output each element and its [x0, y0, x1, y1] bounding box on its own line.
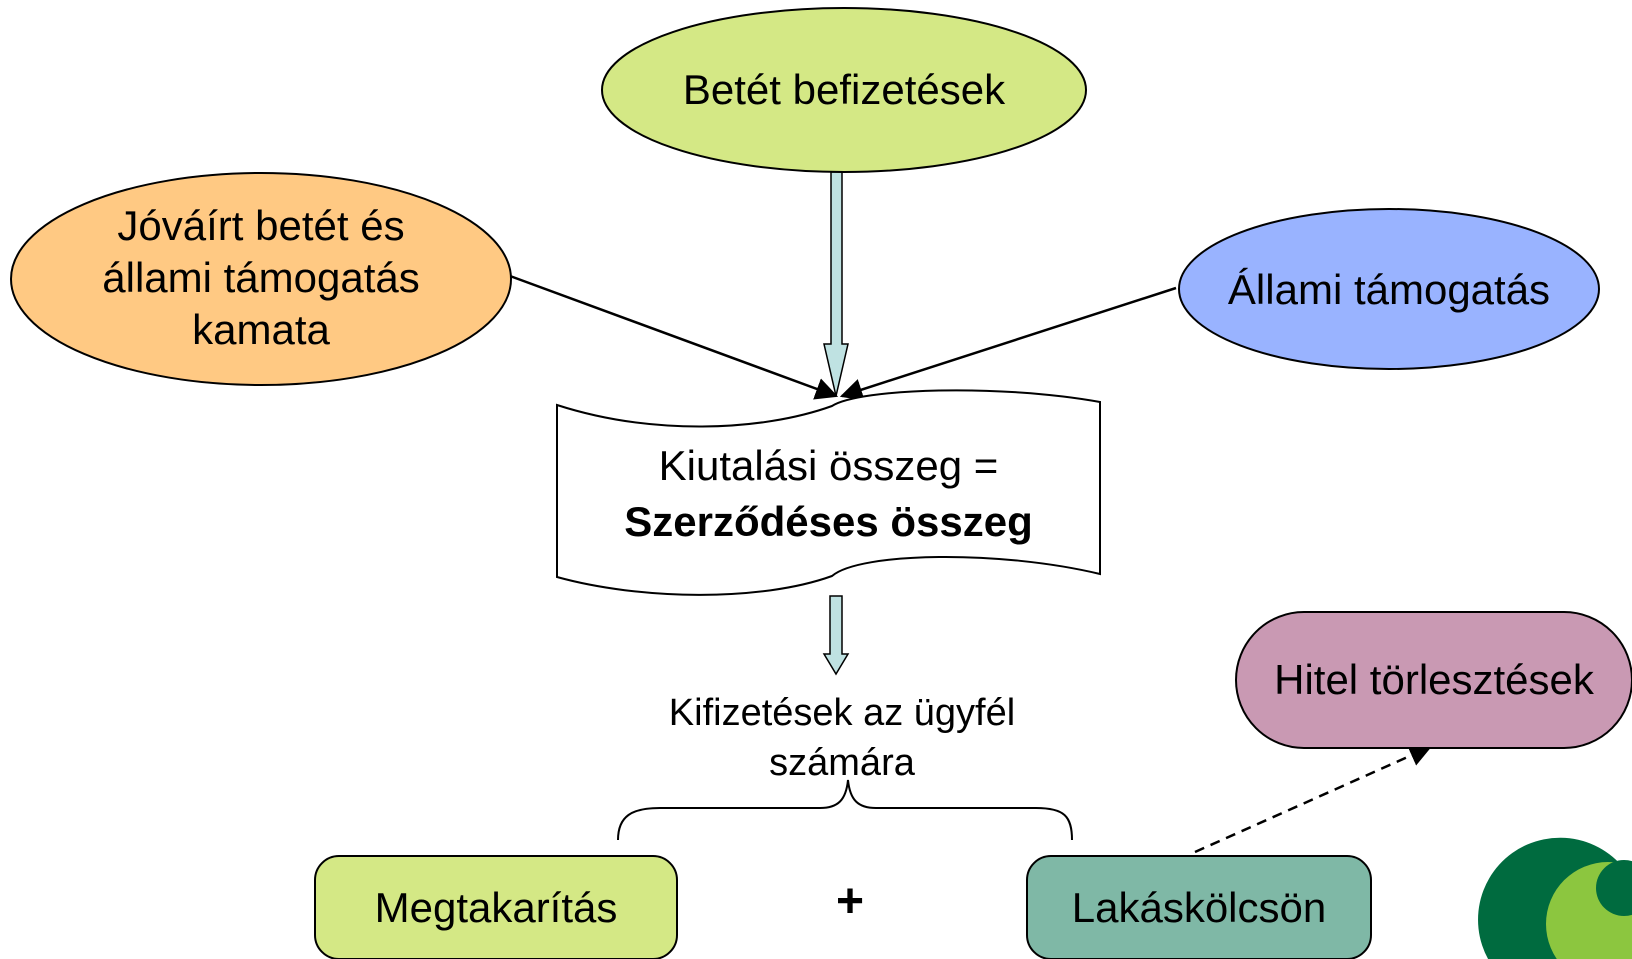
payout-amount-line-2: Szerződéses összeg: [624, 498, 1033, 545]
loan-repayments-node: [1235, 611, 1632, 749]
dashed-arrow-loan-to-repayment: [1194, 744, 1433, 854]
arrow-interest-to-payout: [509, 274, 839, 400]
home-loan-node: [1026, 855, 1372, 959]
payout-amount-line-1: Kiutalási összeg =: [658, 442, 999, 489]
client-payouts-line-1: Kifizetések az ügyfél: [668, 692, 1016, 734]
loan-repayments-label: Hitel törlesztések: [1274, 656, 1594, 703]
savings-label: Megtakarítás: [374, 884, 618, 931]
credited-interest-label: Jóváírt betét és állami támogatás kamata: [11, 200, 511, 356]
credited-interest-line-2: állami támogatás: [102, 254, 420, 301]
credited-interest-line-3: kamata: [192, 306, 330, 353]
state-subsidy-node: [1178, 208, 1600, 370]
deposit-payments-node: [601, 7, 1087, 173]
deposit-payments-label: Betét befizetések: [682, 66, 1006, 113]
state-subsidy-label: Állami támogatás: [1227, 266, 1551, 313]
client-payouts-line-2: számára: [769, 742, 915, 784]
credited-interest-line-1: Jóváírt betét és: [117, 202, 405, 249]
client-payouts-label: Kifizetések az ügyfél számára: [630, 688, 1054, 788]
logo-icon: [1478, 837, 1632, 959]
plus-sign: +: [835, 875, 865, 928]
arrow-subsidy-to-payout: [839, 286, 1177, 401]
split-brace: [617, 779, 1073, 841]
credited-interest-node: [10, 172, 512, 386]
block-arrow-payout-down: [822, 595, 850, 676]
payout-amount-document: [556, 389, 1101, 596]
savings-node: [314, 855, 678, 959]
block-arrow-deposits-down: [823, 171, 849, 397]
home-loan-label: Lakáskölcsön: [1071, 884, 1327, 931]
